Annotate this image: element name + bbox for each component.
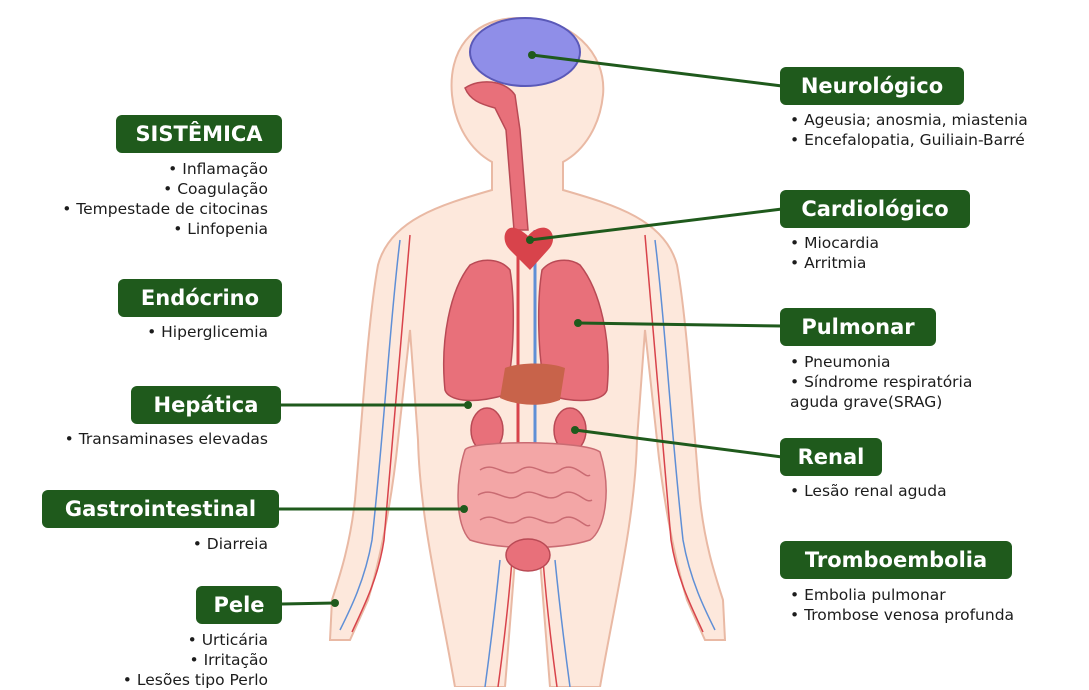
brain-organ: [470, 18, 580, 86]
sistemica-badge: SISTÊMICA: [116, 115, 282, 153]
pulmonar-item: aguda grave(SRAG): [790, 392, 972, 412]
dot-renal: [571, 426, 579, 434]
endocrino-list: • Hiperglicemia: [147, 322, 268, 342]
gastrointestinal-list: • Diarreia: [193, 534, 268, 554]
tromboembolia-item: • Trombose venosa profunda: [790, 605, 1014, 625]
renal-badge: Renal: [780, 438, 882, 476]
dot-neurologico: [528, 51, 536, 59]
sistemica-item: • Coagulação: [62, 179, 268, 199]
renal-item: • Lesão renal aguda: [790, 481, 947, 501]
hepatica-badge: Hepática: [131, 386, 281, 424]
connector-pele: [282, 603, 335, 604]
tromboembolia-badge: Tromboembolia: [780, 541, 1012, 579]
bladder-organ: [506, 539, 550, 571]
neurologico-item: • Ageusia; anosmia, miastenia: [790, 110, 1028, 130]
pele-list: • Urticária • Irritação • Lesões tipo Pe…: [123, 630, 268, 690]
tromboembolia-list: • Embolia pulmonar • Trombose venosa pro…: [790, 585, 1014, 625]
dot-pele: [331, 599, 339, 607]
sistemica-item: • Linfopenia: [62, 219, 268, 239]
pulmonar-item: • Pneumonia: [790, 352, 972, 372]
intestines-organ: [458, 443, 606, 548]
hepatica-item: • Transaminases elevadas: [65, 429, 268, 449]
gastrointestinal-badge: Gastrointestinal: [42, 490, 279, 528]
pulmonar-item: • Síndrome respiratória: [790, 372, 972, 392]
pele-item: • Urticária: [123, 630, 268, 650]
tromboembolia-item: • Embolia pulmonar: [790, 585, 1014, 605]
sistemica-item: • Tempestade de citocinas: [62, 199, 268, 219]
hepatica-list: • Transaminases elevadas: [65, 429, 268, 449]
pele-item: • Irritação: [123, 650, 268, 670]
dot-pulmonar: [574, 319, 582, 327]
neurologico-item: • Encefalopatia, Guiliain-Barré: [790, 130, 1028, 150]
pulmonar-badge: Pulmonar: [780, 308, 936, 346]
pulmonar-list: • Pneumonia • Síndrome respiratória agud…: [790, 352, 972, 412]
dot-gastrointestinal: [460, 505, 468, 513]
sistemica-item: • Inflamação: [62, 159, 268, 179]
pele-item: • Lesões tipo Perlo: [123, 670, 268, 690]
sistemica-list: • Inflamação • Coagulação • Tempestade d…: [62, 159, 268, 239]
neurologico-list: • Ageusia; anosmia, miastenia • Encefalo…: [790, 110, 1028, 150]
pele-badge: Pele: [196, 586, 282, 624]
renal-list: • Lesão renal aguda: [790, 481, 947, 501]
cardiologico-item: • Arritmia: [790, 253, 879, 273]
cardiologico-badge: Cardiológico: [780, 190, 970, 228]
dot-cardiologico: [526, 236, 534, 244]
cardiologico-list: • Miocardia • Arritmia: [790, 233, 879, 273]
dot-hepatica: [464, 401, 472, 409]
neurologico-badge: Neurológico: [780, 67, 964, 105]
endocrino-item: • Hiperglicemia: [147, 322, 268, 342]
cardiologico-item: • Miocardia: [790, 233, 879, 253]
endocrino-badge: Endócrino: [118, 279, 282, 317]
liver-organ: [500, 364, 565, 405]
gastrointestinal-item: • Diarreia: [193, 534, 268, 554]
